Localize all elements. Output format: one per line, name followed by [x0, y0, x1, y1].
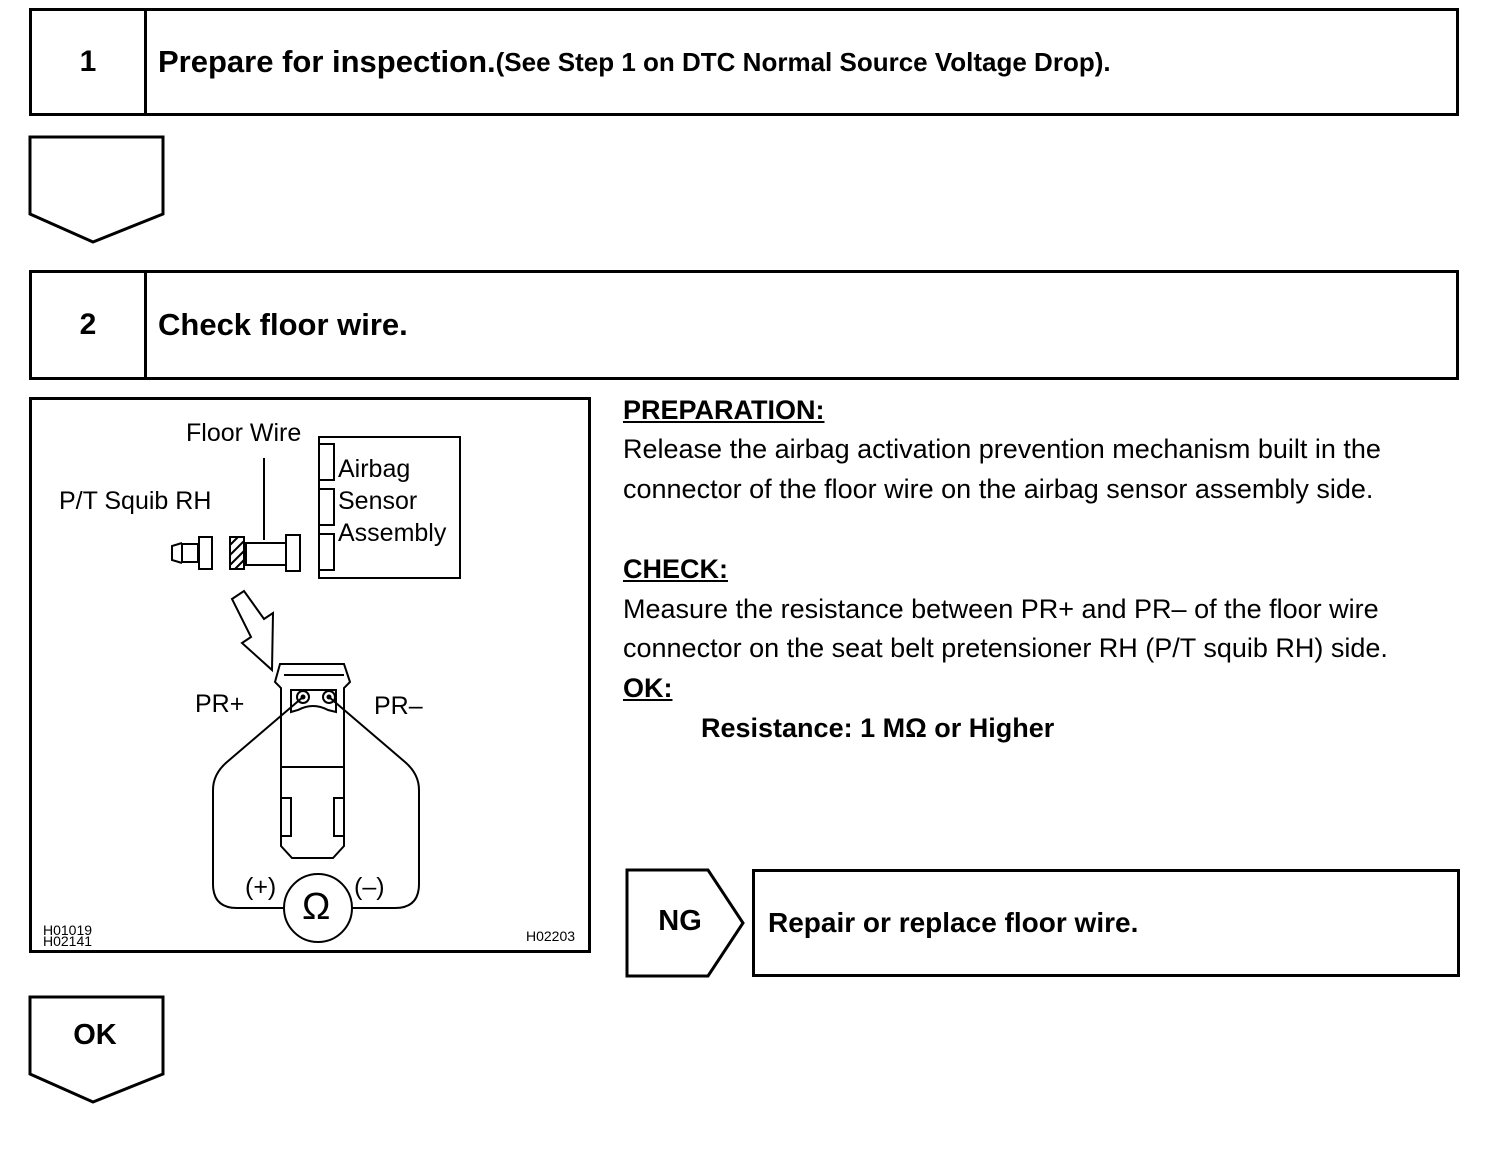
ng-arrow: [625, 868, 745, 978]
ok-label: OK: [73, 1019, 117, 1051]
ok-arrow: [28, 995, 165, 1104]
meter-minus-label: (–): [354, 873, 385, 901]
check-line-2: connector on the seat belt pretensioner …: [623, 633, 1388, 663]
ng-label: NG: [658, 905, 702, 937]
meter-plus-label: (+): [245, 873, 277, 901]
check-line-1: Measure the resistance between PR+ and P…: [623, 594, 1379, 624]
step-1-box: 1 Prepare for inspection.(See Step 1 on …: [29, 8, 1459, 116]
preparation-line-2: connector of the floor wire on the airba…: [623, 474, 1374, 504]
ohm-symbol: Ω: [302, 886, 331, 928]
figure-code-right: H02203: [526, 928, 576, 944]
sensor-label-line1: Airbag: [338, 455, 411, 483]
step-2-title: Check floor wire.: [158, 273, 408, 377]
step-1-note: (See Step 1 on DTC Normal Source Voltage…: [495, 46, 1111, 77]
floor-wire-label: Floor Wire: [186, 419, 302, 447]
figure-code-left-bottom: H02141: [43, 933, 93, 949]
check-heading: CHECK:: [623, 554, 728, 584]
sensor-label-line2: Sensor: [338, 487, 418, 515]
step-1-title-text: Prepare for inspection.: [158, 44, 496, 79]
wiring-diagram: [171, 436, 461, 943]
ng-action-box: Repair or replace floor wire.: [752, 869, 1460, 977]
resistance-spec: Resistance: 1 MΩ or Higher: [701, 713, 1055, 743]
preparation-line-1: Release the airbag activation prevention…: [623, 434, 1381, 464]
sensor-label-line3: Assembly: [338, 519, 447, 547]
figure-code-left-top: H01019: [43, 922, 93, 938]
wiring-figure: Floor Wire P/T Squib RH Airbag Sensor As…: [29, 397, 591, 953]
direction-arrow: [230, 589, 275, 673]
ok-heading: OK:: [623, 673, 673, 703]
pr-minus-label: PR–: [374, 692, 423, 720]
step-1-number: 1: [32, 11, 147, 113]
step-2-box: 2 Check floor wire.: [29, 270, 1459, 380]
step-2-title-text: Check floor wire.: [158, 307, 408, 342]
ng-action-text: Repair or replace floor wire.: [768, 907, 1139, 938]
step-2-number: 2: [32, 273, 147, 377]
squib-label: P/T Squib RH: [59, 487, 212, 515]
step-1-title: Prepare for inspection.(See Step 1 on DT…: [158, 11, 1111, 113]
pr-plus-label: PR+: [195, 690, 245, 718]
down-arrow-1: [28, 135, 165, 244]
preparation-heading: PREPARATION:: [623, 395, 825, 425]
